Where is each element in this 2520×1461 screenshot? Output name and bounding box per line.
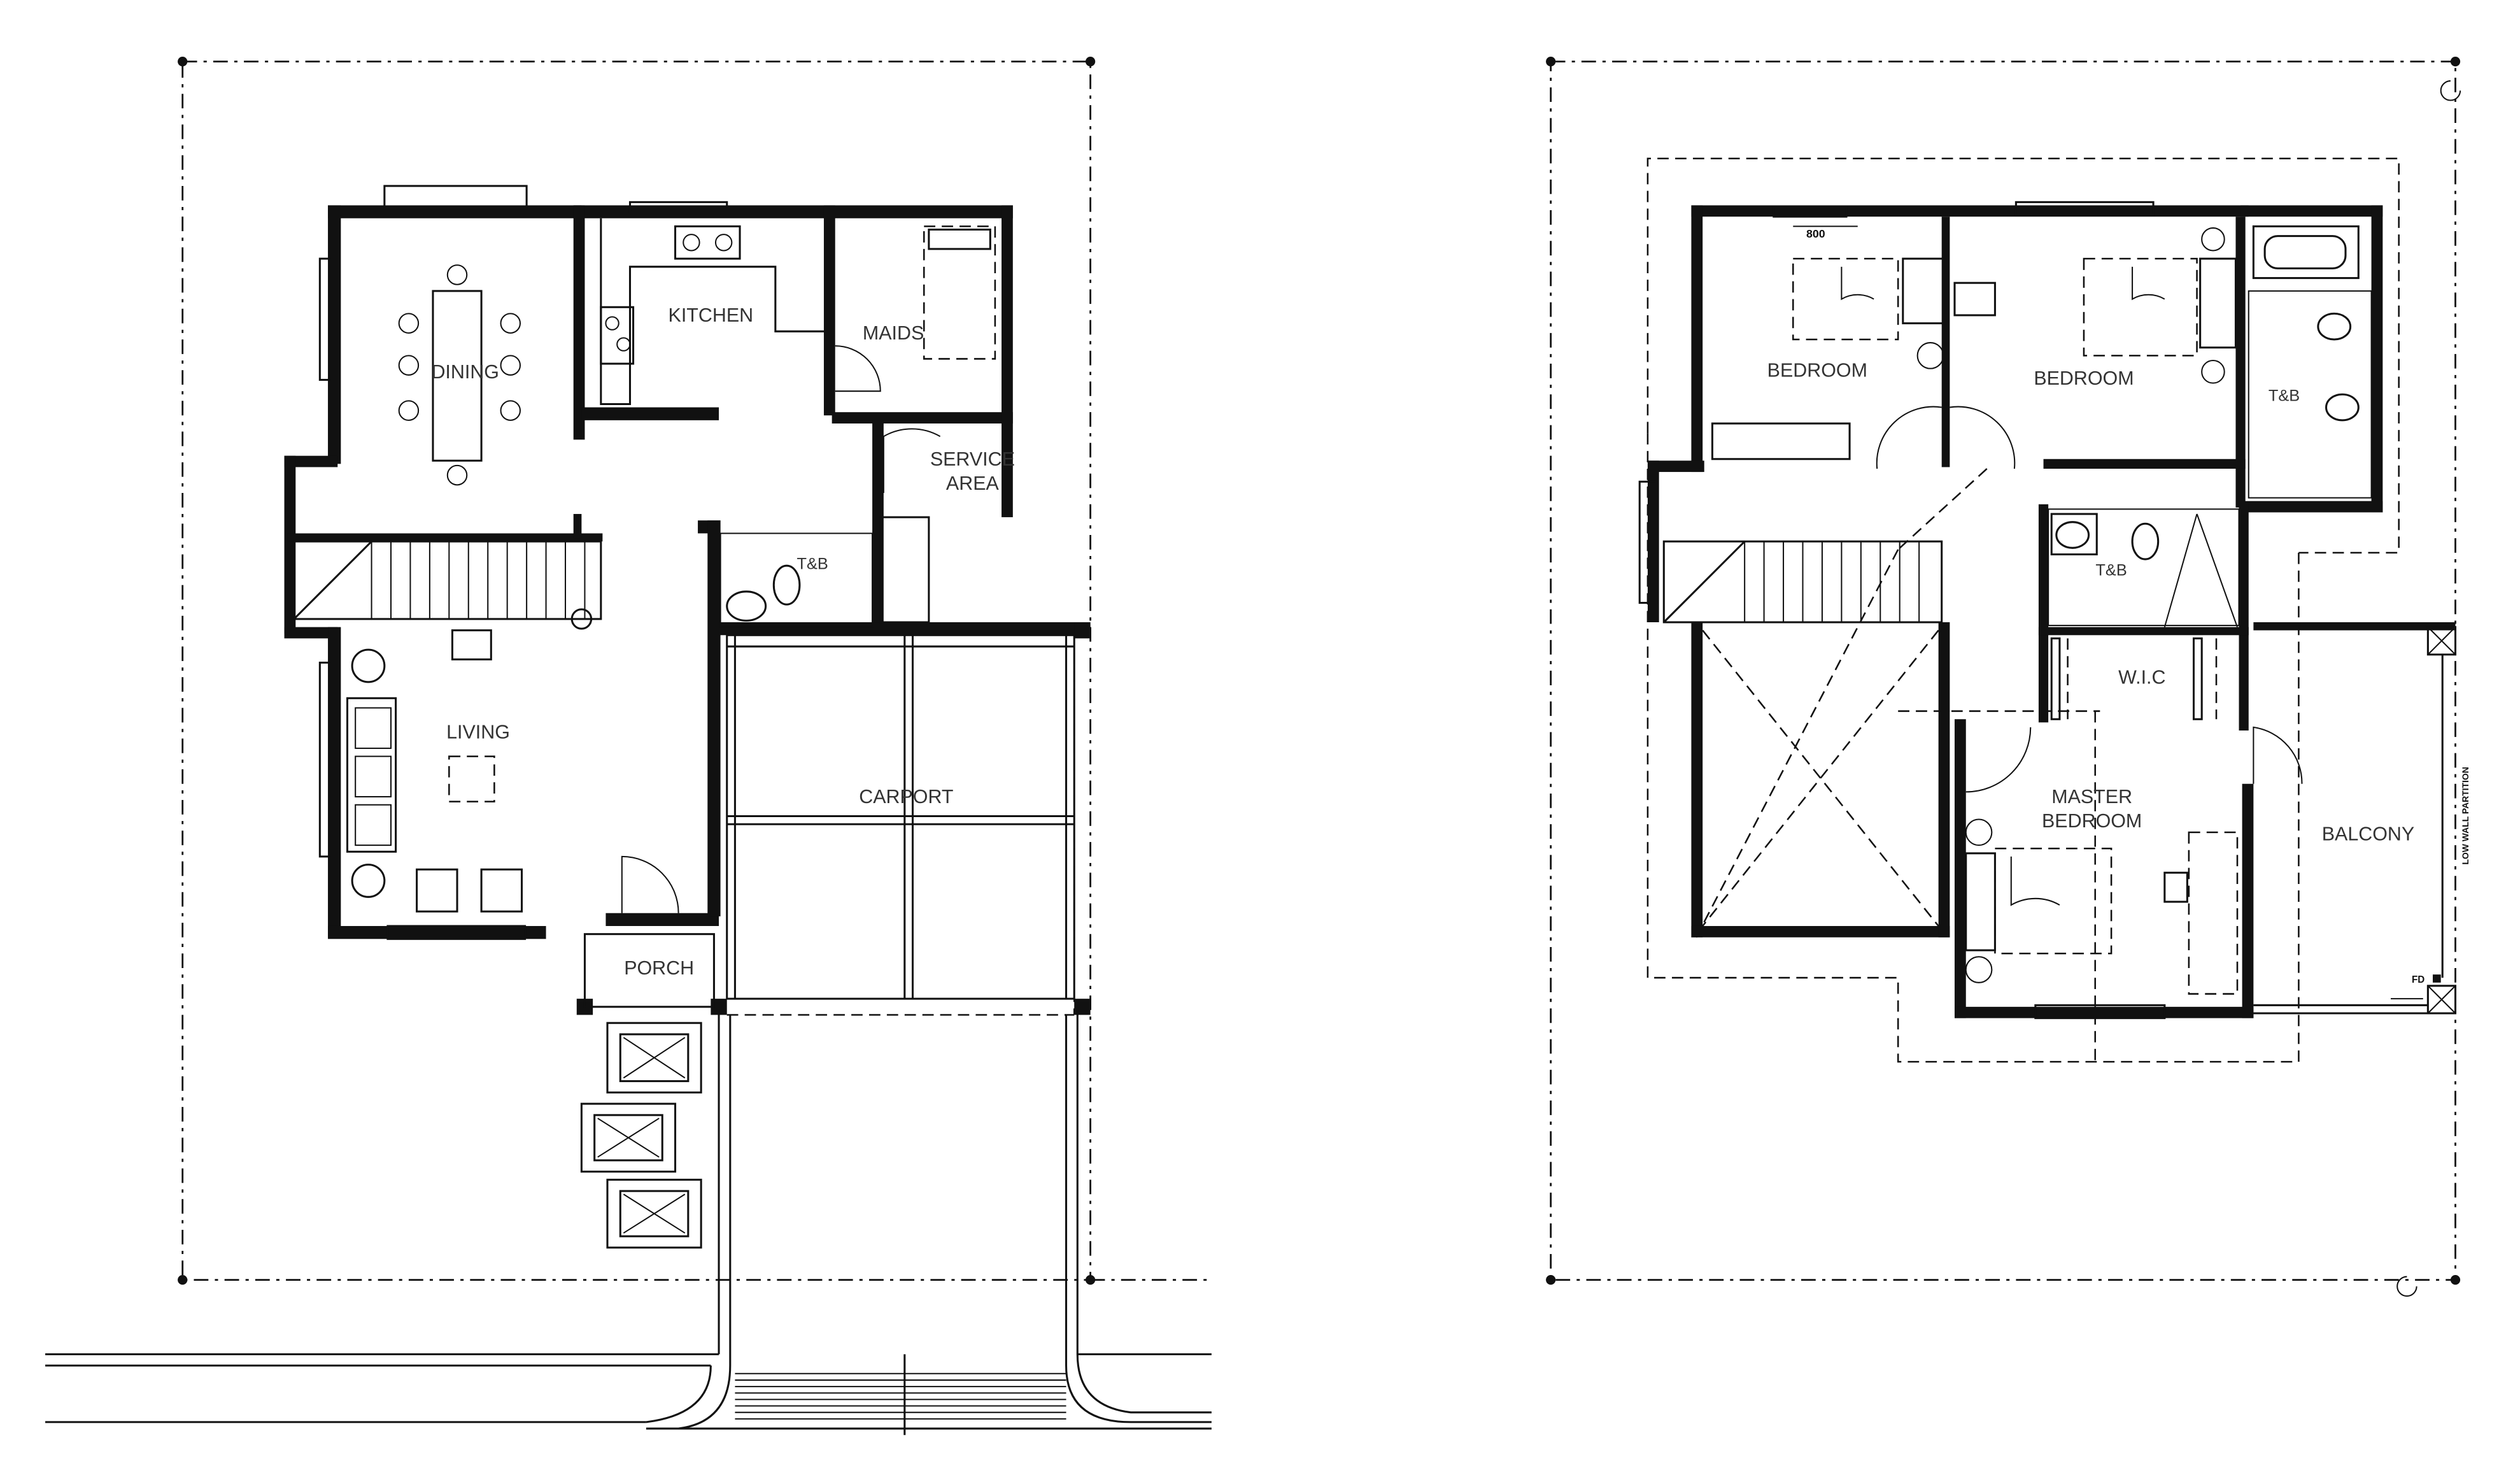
room-label-dining: DINING [431,361,499,383]
walls [284,205,1091,1015]
room-label-area: AREA [946,473,1000,494]
room-label-carport: CARPORT [859,786,953,808]
room-label-bedroom-1: BEDROOM [1767,359,1867,381]
room-label-kitchen: KITCHEN [669,304,754,326]
room-label-master-bedroom: BEDROOM [2042,810,2142,832]
room-label-tb: T&B [797,555,828,573]
roof-outline [1646,157,2400,1063]
windows [318,185,728,940]
room-label-living: LIVING [446,722,510,743]
room-label-tb-mid: T&B [2095,561,2127,579]
room-label-service: SERVICE [930,448,1015,470]
room-label-porch: PORCH [624,957,694,979]
living-furniture [346,629,679,913]
room-label-bedroom-2: BEDROOM [2034,367,2134,389]
room-label-balcony: BALCONY [2322,823,2414,845]
room-label-tb-top: T&B [2269,387,2300,404]
ground-stairs [293,540,602,630]
property-boundary-2 [1546,56,2461,1297]
porch-outline [583,933,715,1008]
second-floor-plan: BEDROOM BEDROOM T&B T&B W.I.C MASTER BED… [1546,56,2470,1297]
master-bedroom-furniture [1965,726,2303,1020]
carport-grid [726,634,1075,1016]
dining-table [398,264,521,486]
bedroom-furniture [1711,201,2237,469]
kitchen-counter [600,218,824,406]
property-boundary [178,56,1212,1285]
maids-bed [835,225,996,392]
second-stairs [1638,480,1943,624]
room-label-maids: MAIDS [863,322,924,344]
walls-2 [1647,205,2456,1018]
road [45,1015,1212,1436]
tb-mid-fixtures [2048,508,2240,627]
ground-floor-labels: DINING KITCHEN MAIDS SERVICE AREA T&B LI… [431,304,1014,979]
floor-drain-label: FD [2412,974,2424,985]
stepping-stones [580,1022,702,1249]
balcony-railing [2253,626,2457,1015]
room-label-master: MASTER [2051,786,2132,808]
wic-shelves [1965,637,2218,793]
room-label-wic: W.I.C [2118,666,2165,688]
open-void [1702,629,1939,927]
dimension-800: 800 [1806,227,1825,240]
second-floor-labels: BEDROOM BEDROOM T&B T&B W.I.C MASTER BED… [1767,227,2470,985]
ground-floor-plan: DINING KITCHEN MAIDS SERVICE AREA T&B LI… [45,56,1212,1436]
tb-fixtures [719,516,930,628]
low-wall-partition-note: LOW WALL PARTITION [2460,767,2470,865]
tb-top-fixtures [2247,225,2372,499]
